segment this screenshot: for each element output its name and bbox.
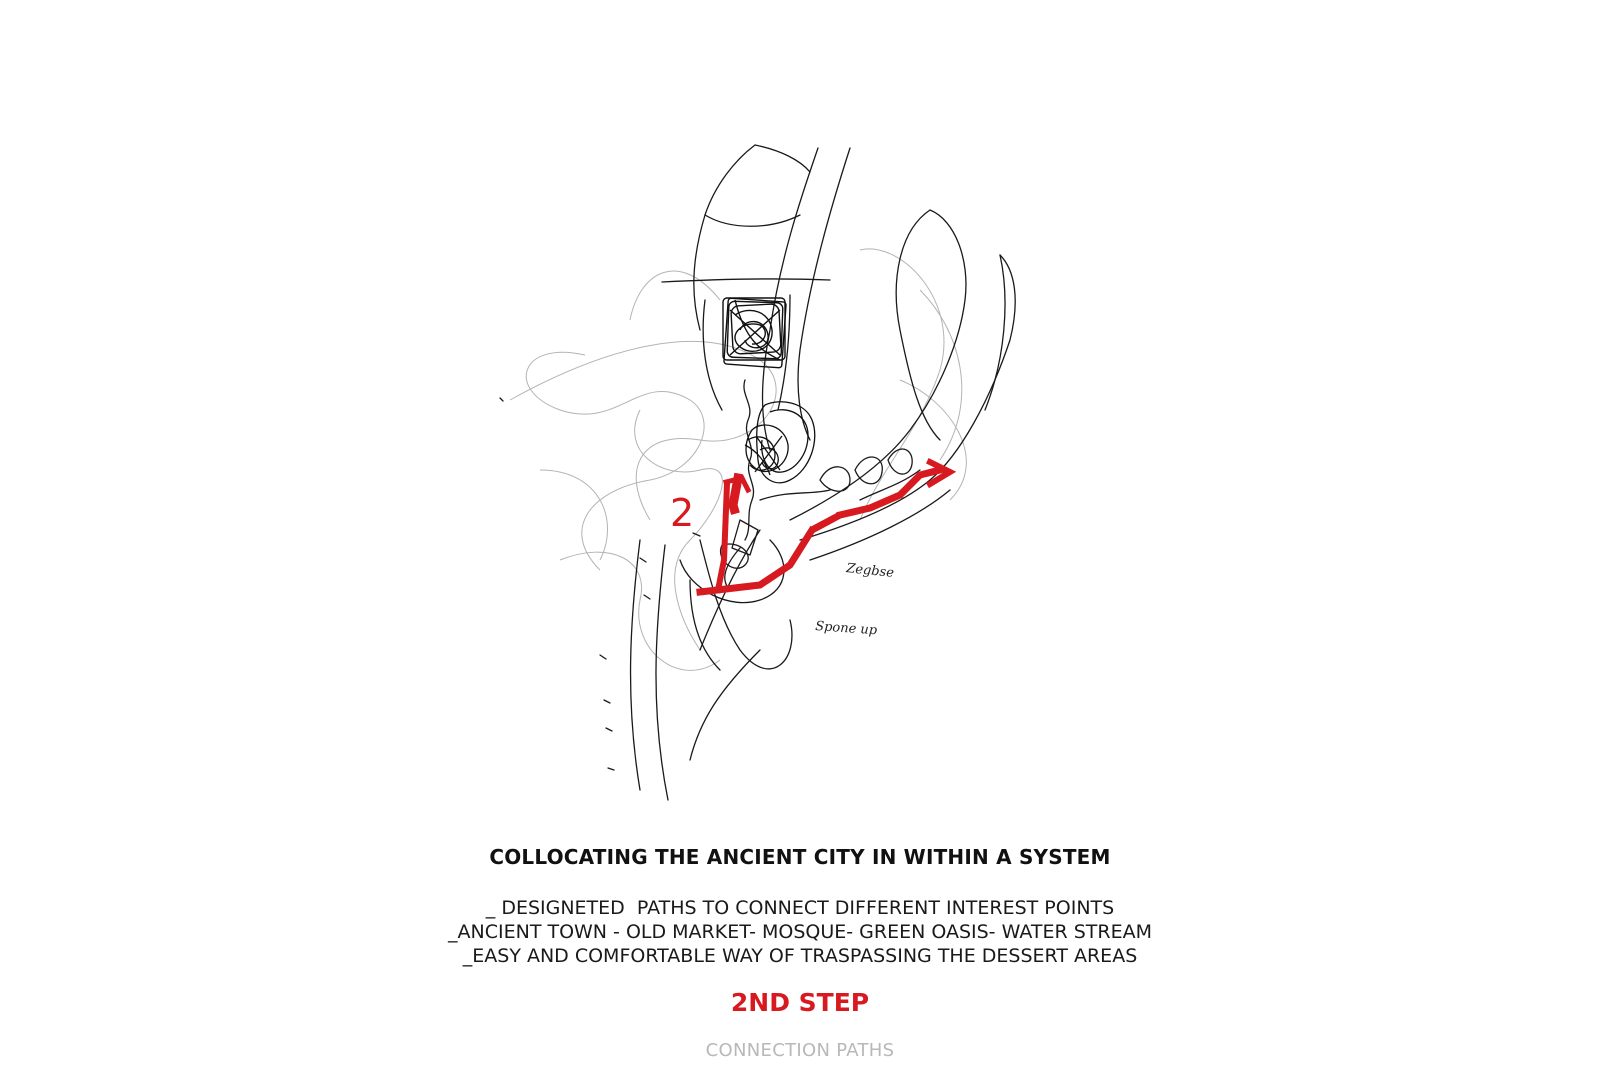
- handwritten-annotation-2: Spone up: [815, 619, 879, 638]
- step-heading: 2ND STEP: [730, 988, 870, 1017]
- old-market-block: [744, 401, 816, 484]
- step-subtitle: CONNECTION PATHS: [705, 1040, 895, 1061]
- faint-outline-strokes: [509, 248, 967, 671]
- ancient-town-block: [722, 297, 787, 369]
- connection-path: [696, 457, 957, 596]
- step-number-label: 2: [670, 491, 694, 535]
- bullet-line: _EASY AND COMFORTABLE WAY OF TRASPASSING…: [462, 945, 1138, 967]
- bullet-line: _ANCIENT TOWN - OLD MARKET- MOSQUE- GREE…: [448, 921, 1152, 943]
- caption-bullets: _ DESIGNETED PATHS TO CONNECT DIFFERENT …: [0, 896, 1600, 968]
- handwritten-annotation-1: Zegbse: [845, 561, 895, 581]
- bullet-line: _ DESIGNETED PATHS TO CONNECT DIFFERENT …: [485, 897, 1115, 919]
- caption-title: COLLOCATING THE ANCIENT CITY IN WITHIN A…: [489, 845, 1111, 869]
